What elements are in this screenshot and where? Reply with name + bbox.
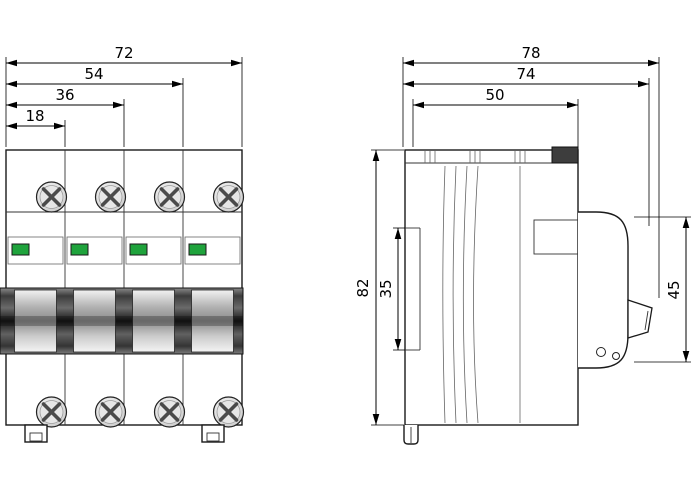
indicator-window bbox=[11, 243, 30, 256]
side-depth-dimensions: 78 74 50 bbox=[402, 44, 660, 298]
front-width-dimensions: 72 54 36 18 bbox=[5, 44, 243, 147]
toggle-band bbox=[0, 287, 244, 355]
dim-label-74: 74 bbox=[516, 65, 535, 83]
screw-icon bbox=[152, 395, 187, 429]
din-rail-recess bbox=[403, 227, 421, 445]
front-view: 72 54 36 18 bbox=[0, 44, 246, 443]
toggle-lever bbox=[627, 299, 653, 339]
rivet-icon bbox=[612, 352, 620, 360]
side-view: 78 74 50 82 35 45 bbox=[354, 44, 691, 445]
toggle-handle bbox=[73, 289, 116, 353]
dim-label-54: 54 bbox=[84, 65, 103, 83]
dim-label-18: 18 bbox=[25, 107, 44, 125]
dim-label-overall-width: 72 bbox=[114, 44, 133, 62]
screw-icon bbox=[211, 395, 246, 429]
toggle-handle bbox=[191, 289, 234, 353]
dim-label-36: 36 bbox=[55, 86, 74, 104]
screw-icon bbox=[93, 395, 128, 429]
housing-contours bbox=[442, 165, 521, 424]
vent-slots bbox=[405, 151, 552, 164]
screw-icon bbox=[93, 180, 128, 214]
dim-label-82: 82 bbox=[354, 278, 372, 297]
screw-icon bbox=[34, 395, 69, 429]
side-body bbox=[404, 149, 579, 426]
front-panel bbox=[578, 211, 629, 369]
indicator-window bbox=[70, 243, 89, 256]
screw-icon bbox=[152, 180, 187, 214]
status-indicators bbox=[7, 236, 241, 265]
dim-label-35: 35 bbox=[377, 279, 395, 298]
dim-label-45: 45 bbox=[665, 280, 683, 299]
toggle-handle bbox=[132, 289, 175, 353]
toggle-side bbox=[596, 299, 653, 360]
din-clip bbox=[24, 424, 48, 443]
side-height-dimensions: 82 35 45 bbox=[354, 149, 691, 426]
rivet-icon bbox=[596, 347, 606, 357]
dim-label-78: 78 bbox=[521, 44, 540, 62]
screw-icon bbox=[211, 180, 246, 214]
indicator-window bbox=[188, 243, 207, 256]
busbar-cover bbox=[551, 146, 579, 164]
din-clip bbox=[201, 424, 225, 443]
toggle-handle bbox=[14, 289, 57, 353]
dim-label-50: 50 bbox=[485, 86, 504, 104]
screw-icon bbox=[34, 180, 69, 214]
indicator-window bbox=[129, 243, 148, 256]
din-clips-front bbox=[24, 424, 225, 443]
